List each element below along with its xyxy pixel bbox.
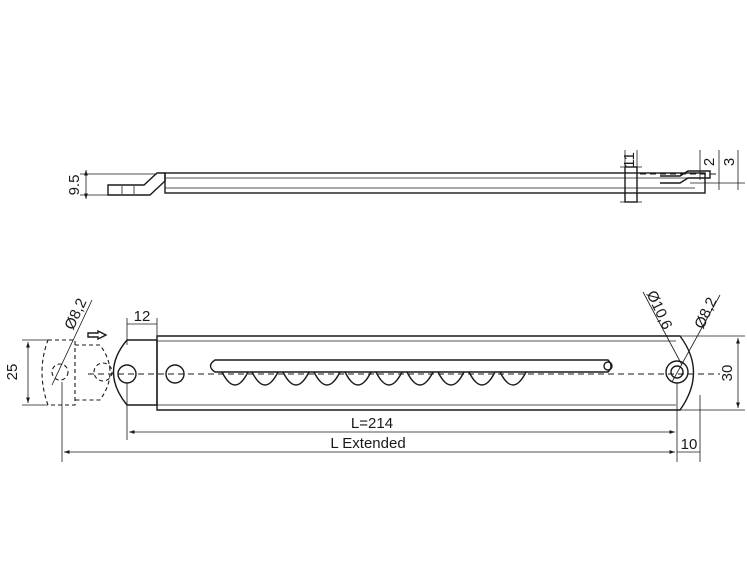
dim-214-text: L=214 <box>351 415 393 432</box>
dim-12-text: 12 <box>134 308 151 325</box>
top-main-bar <box>156 335 695 411</box>
dim-30-text: 30 <box>719 365 736 382</box>
dim-11-text: 11 <box>621 152 638 168</box>
slot-end-pin <box>603 361 613 371</box>
leader-line <box>671 294 721 383</box>
side-view: 9.5 11 2 3 <box>66 150 745 203</box>
top-view: Ø8,2 25 12 Ø10,6 Ø8,2 30 L=214 L Extende… <box>4 288 745 462</box>
dim-9-5-text: 9.5 <box>66 175 83 196</box>
detent-notches <box>221 371 527 386</box>
extend-direction-arrow-icon <box>87 329 108 341</box>
dim-3-text: 3 <box>721 158 738 166</box>
left-lug-hidden <box>41 339 76 406</box>
dim-10-text: 10 <box>681 436 698 453</box>
dim-extended-text: L Extended <box>330 435 405 452</box>
slider-arm <box>112 339 158 406</box>
right-pivot-inner <box>670 365 684 379</box>
side-main-bar <box>164 172 706 194</box>
guide-slot <box>209 359 612 373</box>
side-right-end <box>660 170 711 184</box>
left-lug-hole-hidden <box>51 363 69 381</box>
leader-line <box>51 299 93 386</box>
dim-right-dia-small-text: Ø8,2 <box>691 295 720 332</box>
right-pivot-outer <box>665 360 689 384</box>
dim-left-dia-text: Ø8,2 <box>61 296 90 333</box>
left-lug-outline <box>75 344 111 401</box>
leader-line <box>642 291 683 366</box>
dim-2-text: 2 <box>701 158 718 166</box>
bar-left-hole <box>165 364 185 384</box>
side-pin <box>624 166 638 203</box>
left-lug-hole-2 <box>93 362 113 382</box>
side-tab <box>107 172 166 196</box>
dim-25-text: 25 <box>4 364 21 381</box>
dim-right-dia-large-text: Ø10,6 <box>643 288 676 332</box>
